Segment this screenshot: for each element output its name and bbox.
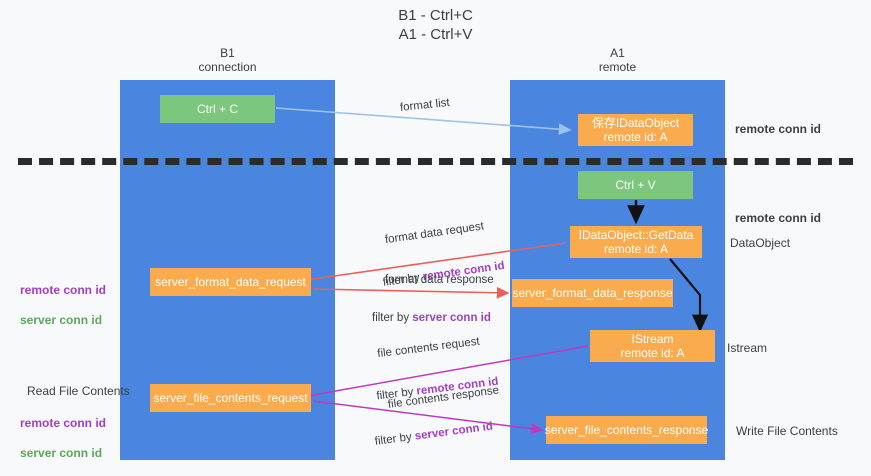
left-label-read-file-contents: Read File Contents	[27, 384, 130, 398]
right-label-remote-conn-id-mid: remote conn id	[735, 211, 822, 225]
box-ctrl-c[interactable]: Ctrl + C	[160, 95, 275, 123]
edge-label-format-list: format list	[399, 96, 451, 114]
left-label-server-conn-id-bottom: server conn id	[20, 446, 103, 460]
right-label-istream: Istream	[727, 341, 768, 355]
page-title: B1 - Ctrl+C A1 - Ctrl+V	[398, 7, 473, 43]
right-label-dataobject: DataObject	[730, 236, 791, 250]
edge-label-format-data-response-filter: filter by server conn id	[372, 297, 491, 325]
box-server-format-data-response[interactable]: server_format_data_response	[512, 279, 673, 307]
filter-key-server-conn-id: server conn id	[414, 420, 494, 443]
edge-label-format-data-response: format data response	[385, 274, 494, 286]
edge-label-file-contents-request-text: file contents request	[376, 335, 481, 361]
right-label-write-file-contents: Write File Contents	[736, 424, 838, 438]
left-label-server-conn-id-mid: server conn id	[20, 313, 103, 327]
box-server-format-data-request[interactable]: server_format_data_request	[150, 268, 311, 296]
box-save-idataobject[interactable]: 保存IDataObject remote id: A	[578, 114, 693, 146]
box-istream[interactable]: IStream remote id: A	[590, 330, 715, 362]
column-header-a1: A1 remote	[598, 46, 637, 74]
left-label-conn-ids-bottom: remote conn id server conn id	[20, 401, 106, 476]
column-header-b1: B1 connection	[198, 46, 257, 74]
box-server-file-contents-response[interactable]: server_file_contents_response	[545, 416, 708, 444]
phase-divider	[18, 158, 853, 165]
left-label-conn-ids-mid: remote conn id server conn id	[20, 268, 106, 343]
box-ctrl-v[interactable]: Ctrl + V	[578, 171, 693, 199]
box-server-file-contents-request[interactable]: server_file_contents_request	[150, 384, 311, 412]
edge-label-format-data-request-text: format data request	[384, 220, 485, 247]
filter-prefix: filter by	[374, 430, 416, 448]
filter-prefix: filter by	[372, 312, 413, 324]
box-idataobject-getdata[interactable]: IDataObject::GetData remote id: A	[570, 226, 702, 258]
left-label-remote-conn-id-mid: remote conn id	[20, 283, 107, 297]
left-label-remote-conn-id-bottom: remote conn id	[20, 416, 107, 430]
right-label-remote-conn-id-top: remote conn id	[735, 122, 822, 136]
filter-key-server-conn-id: server conn id	[412, 312, 491, 324]
edge-label-format-data-request: format data request filter by remote con…	[382, 203, 507, 302]
